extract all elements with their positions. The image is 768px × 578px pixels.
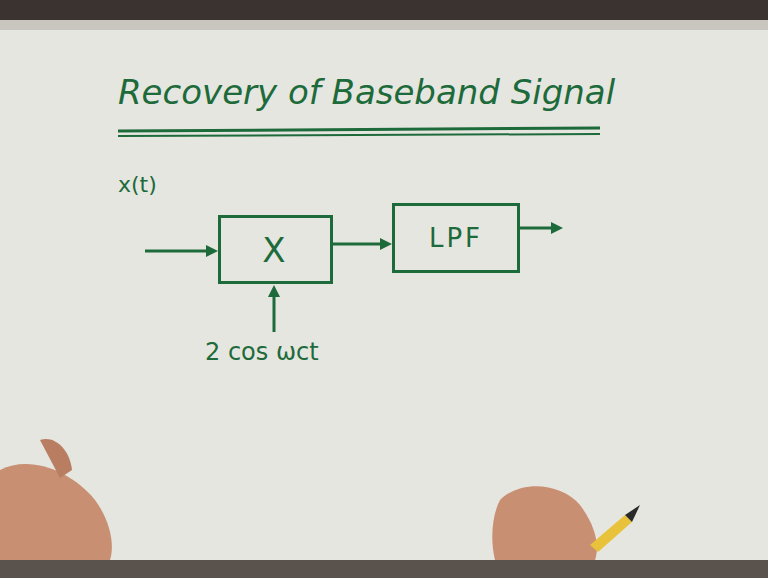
box-label: X [262,230,288,270]
hand-right [492,486,597,560]
signal-arrow [333,238,392,250]
filter-box: LPF [392,203,520,273]
multiplier-box: X [218,215,333,284]
box-label: LPF [429,223,483,253]
title: Recovery of Baseband Signal [118,72,615,112]
signal-label: 2 cos ωct [205,338,319,366]
hand-left [0,464,112,560]
pencil [590,515,632,552]
signal-label: x(t) [118,172,157,197]
